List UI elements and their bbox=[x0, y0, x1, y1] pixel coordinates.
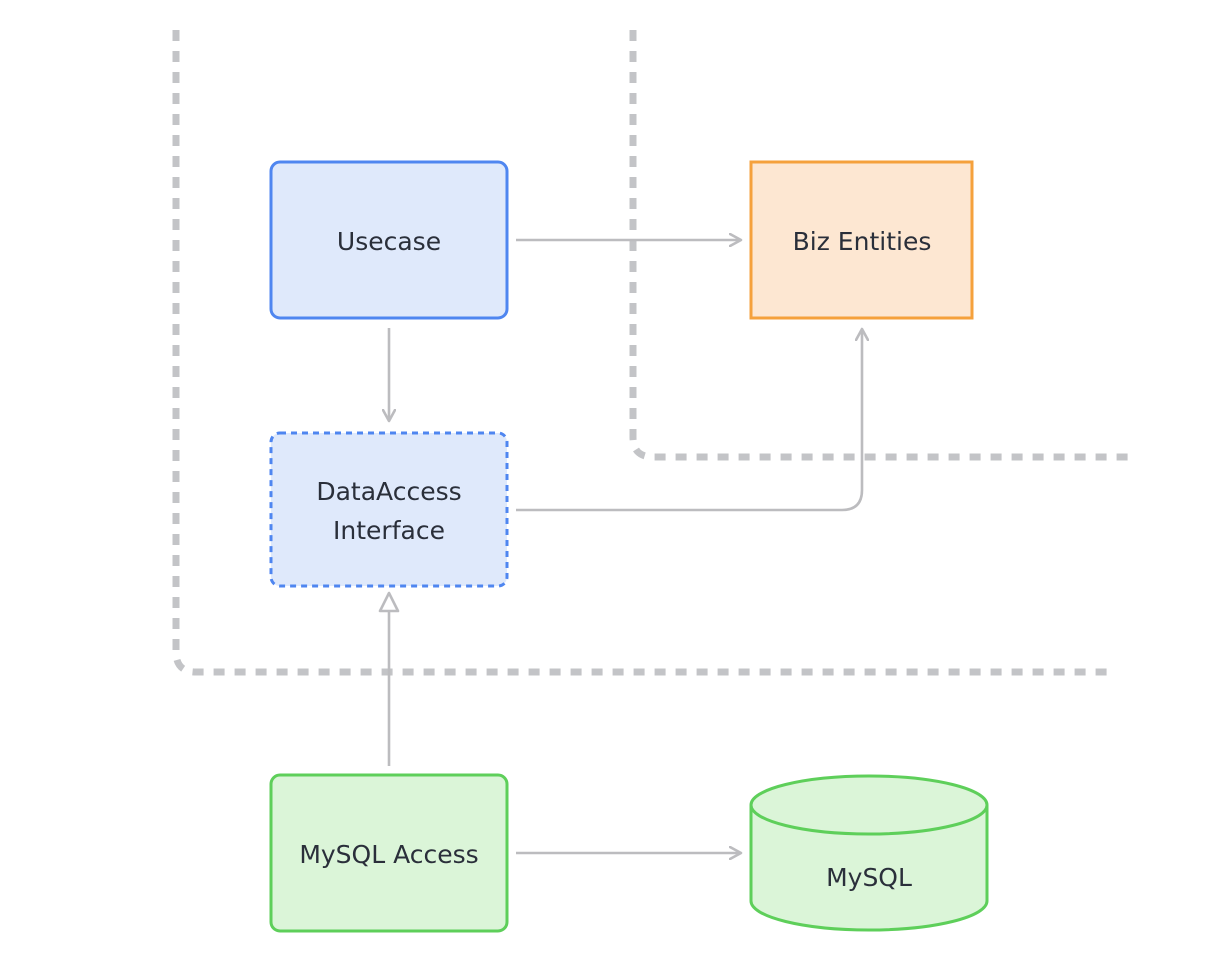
biz-entities-label: Biz Entities bbox=[793, 227, 932, 256]
dataaccess-label-line2: Interface bbox=[333, 516, 445, 545]
usecase-label: Usecase bbox=[337, 227, 441, 256]
usecase-node[interactable]: Usecase bbox=[269, 160, 509, 320]
mysql-database-label: MySQL bbox=[826, 863, 912, 892]
mysql-access-label: MySQL Access bbox=[299, 840, 478, 869]
arrow-dataaccess-to-biz-entities bbox=[516, 329, 862, 512]
mysql-access-node[interactable]: MySQL Access bbox=[269, 773, 509, 933]
implements-triangle-icon bbox=[378, 591, 400, 613]
database-cylinder-icon bbox=[749, 774, 989, 932]
inner-layer-boundary bbox=[629, 30, 1136, 461]
dataaccess-interface-node[interactable]: DataAccess Interface bbox=[269, 431, 509, 588]
biz-entities-node[interactable]: Biz Entities bbox=[749, 160, 974, 320]
mysql-database-node[interactable]: MySQL bbox=[749, 774, 989, 932]
outer-layer-boundary bbox=[172, 30, 1116, 676]
dataaccess-label-line1: DataAccess bbox=[316, 477, 461, 506]
